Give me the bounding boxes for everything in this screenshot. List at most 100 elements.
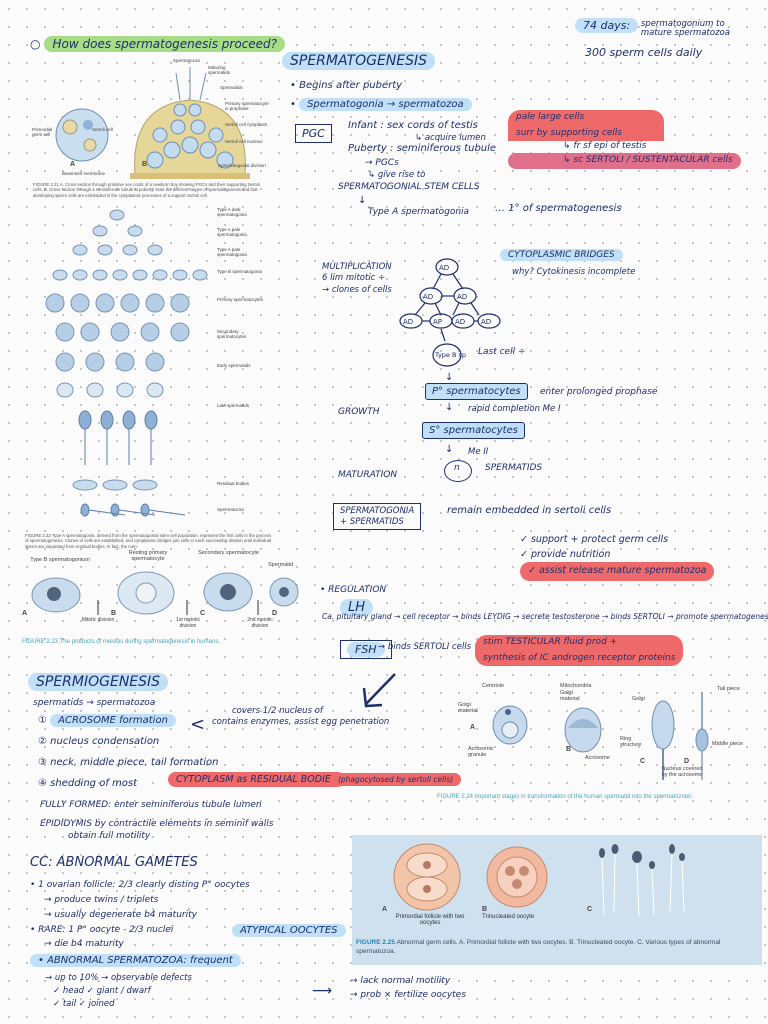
pale-cells-note: pale large cells surr by supporting cell…	[508, 110, 741, 169]
type-a-spermatogonia: Type A spermatogonia	[368, 207, 470, 217]
spermatids-label: SPERMATIDS	[485, 463, 543, 473]
fig223-letter-c: C	[200, 610, 206, 617]
tree-ad-3: AD	[457, 293, 467, 301]
down-arrow-4: ↓	[445, 444, 454, 455]
fig222-label-spermatozoa: Spermatozoa	[217, 507, 244, 512]
fig223-label-primary: Resting primary spermatocyte	[128, 550, 168, 562]
tree-ap-1: AP	[433, 318, 442, 326]
fig223-letter-b: B	[111, 610, 117, 617]
fig223-caption: FIGURE 2.23 The products of meiosis duri…	[22, 639, 220, 645]
spermatogonia-to-spermatozoa: • Spermatogonia → spermatozoa	[290, 98, 472, 111]
fig223-letter-d: D	[272, 610, 278, 617]
figure-2-24: Centriole Mitochondria Golgi material Go…	[437, 680, 760, 805]
fig225-label-b: Trinucleated oocyte	[482, 914, 535, 920]
spermatid-cell-circle	[444, 460, 472, 482]
why-bridges: why? Cytokinesis incomplete	[512, 267, 636, 277]
step-2: ② nucleus condensation	[38, 736, 160, 747]
seminiferous-tubule-diagram	[55, 67, 250, 179]
fig225-label-a: Primordial follicle with two oocytes	[395, 914, 465, 926]
embedded-in-sertoli: remain embedded in sertoli cells	[447, 505, 612, 516]
down-arrow-3: ↓	[445, 402, 454, 413]
infant-line: Infant : sex cords of testis	[348, 120, 478, 131]
tree-ad-1: AD	[439, 264, 449, 272]
fig224-acrosome: Acrosome	[585, 755, 610, 761]
fig223-meiotic-2: 2nd meiotic division	[247, 617, 273, 629]
step-4: ④ shedding of most	[38, 778, 138, 789]
step-3: ③ neck, middle piece, tail formation	[38, 757, 219, 768]
cytoplasmic-bridges: CYTOPLASMIC BRIDGES	[500, 249, 623, 261]
abnormal-spermatozoa: • ABNORMAL SPERMATOZOA: frequent	[30, 954, 241, 967]
fig224-letter-a: A	[470, 724, 476, 731]
maturation-label: MATURATION	[338, 470, 398, 480]
spermiogenesis-flow: spermatids → spermatozoa	[33, 698, 156, 708]
fsh-result: stim TESTICULAR fluid prod + synthesis o…	[475, 635, 684, 667]
tree-ad-6: AD	[481, 318, 491, 326]
fig225-letter-c: C	[587, 906, 593, 913]
pgcs-line: → PGCs	[365, 158, 399, 168]
stem-cells: SPERMATOGONIAL STEM CELLS	[338, 182, 480, 192]
abnormal-germ-cells-diagram	[393, 843, 685, 918]
fig224-mitochondria: Mitochondria	[560, 683, 592, 689]
fig225-caption: FIGURE 2.25 Abnormal germ cells. A. Prim…	[356, 939, 721, 955]
fig223-label-type-b: Type B spermatogonium	[30, 557, 90, 563]
fig224-tail-piece: Tail piece	[717, 686, 740, 692]
cytoplasm-residual: CYTOPLASM as RESIDUAL BODIES	[168, 772, 345, 787]
tree-ad-5: AD	[455, 318, 465, 326]
fig224-letter-b: B	[566, 746, 572, 753]
fig221-label-sertoli-cytoplasm: Sertoli cell cytoplasm	[225, 122, 268, 127]
fig224-nucleus-acrosome: Nucleus covered by the acrosome	[661, 766, 703, 778]
fig221-label-sertoli: Sertoli cell	[92, 127, 113, 132]
fig221-label-spermatogonial-division: Spermatogonial division	[218, 163, 266, 168]
fig222-caption: FIGURE 2.22 Type A spermatogonia, derive…	[25, 533, 272, 549]
top-right-notes: 74 days: spermatogonium to mature sperma…	[575, 18, 730, 39]
acquire-lumen: ↳ acquire lumen	[415, 133, 486, 143]
fig221-label-maturing-spermatids: Maturing spermatids	[208, 65, 231, 75]
figure-2-21: Spermatozoa Maturing spermatids Spermati…	[30, 55, 275, 205]
fig224-middle-piece: Middle piece	[712, 741, 743, 747]
give-rise: ↳ give rise to	[368, 170, 426, 180]
sperm-per-day: 300 sperm cells daily	[585, 46, 703, 59]
fig225-letter-b: B	[482, 906, 488, 913]
fig221-label-spermatozoa: Spermatozoa	[173, 58, 200, 63]
fsh-box: FSH	[340, 640, 392, 659]
secondary-spermatocytes: S° spermatocytes	[422, 422, 525, 439]
big-pointer-arrow	[362, 673, 396, 708]
fig224-acrosomic-granule: Acrosomic granule	[468, 746, 494, 758]
fig224-letter-d: D	[684, 758, 690, 765]
acrosome-note: covers 1/2 nucleus of contains enzymes, …	[212, 706, 390, 728]
embedded-box: SPERMATOGONIA + SPERMATIDS	[333, 503, 422, 531]
haploid-n: n	[454, 463, 460, 473]
fig222-label-type-a-pale-2: Type A pale spermatogonia	[217, 247, 247, 257]
question-heading: ○How does spermatogenesis proceed?	[30, 36, 286, 52]
fig222-label-type-b: Type B spermatogonia	[217, 269, 263, 274]
growth-label: GROWTH	[338, 407, 380, 417]
fig221-label-basement: Basement membrane	[62, 171, 106, 176]
lh-pathway: Ca. pituitary gland → cell receptor → bi…	[322, 612, 768, 621]
spermatid-transformation-diagram	[492, 692, 709, 780]
fig223-letter-a: A	[22, 610, 28, 617]
pgc-box: PGC	[295, 124, 332, 143]
motility-notes: → lack normal motility → prob × fertiliz…	[350, 976, 466, 1000]
tree-type-b: Type B sp	[434, 351, 466, 359]
lh-label: LH	[340, 599, 374, 616]
meiosis-ii: Me II	[468, 447, 489, 457]
abnormal-oocyte-notes: • 1 ovarian follicle: 2/3 clearly distin…	[30, 880, 250, 950]
tree-ad-4: AD	[403, 318, 413, 326]
figure-2-22: Type A dark spermatogonia Type A pale sp…	[25, 205, 275, 560]
prolonged-prophase: enter prolonged prophase	[540, 387, 658, 397]
fsh-binds-sertoli: → binds SERTOLI cells	[378, 642, 472, 652]
last-cell-division: Last cell ÷	[478, 347, 526, 357]
multiplication-tree: AD AD AD AD AP AD AD Type B sp	[399, 258, 501, 367]
fig224-caption: FIGURE 2.24 Important stages in transfor…	[437, 794, 694, 800]
fig224-golgi-material-a: Golgi material	[458, 702, 478, 714]
phagocytosed: (phagocytosed by sertoli cells)	[330, 773, 462, 786]
atypical-oocytes: ATYPICAL OOCYTES	[232, 924, 346, 937]
cc-heading: CC: ABNORMAL GAMETES	[30, 855, 198, 870]
tree-ad-2: AD	[423, 293, 433, 301]
spermatogenesis-heading: SPERMATOGENESIS	[282, 52, 436, 70]
down-arrow-1: ↓	[358, 195, 367, 206]
begins-after-puberty: • Begins after puberty	[290, 80, 403, 91]
fig224-golgi-material-b: Golgi material	[560, 690, 580, 702]
fully-formed: FULLY FORMED: enter seminiferous tubule …	[40, 800, 262, 810]
fig223-meiotic-1: 1st meiotic division	[176, 617, 200, 629]
